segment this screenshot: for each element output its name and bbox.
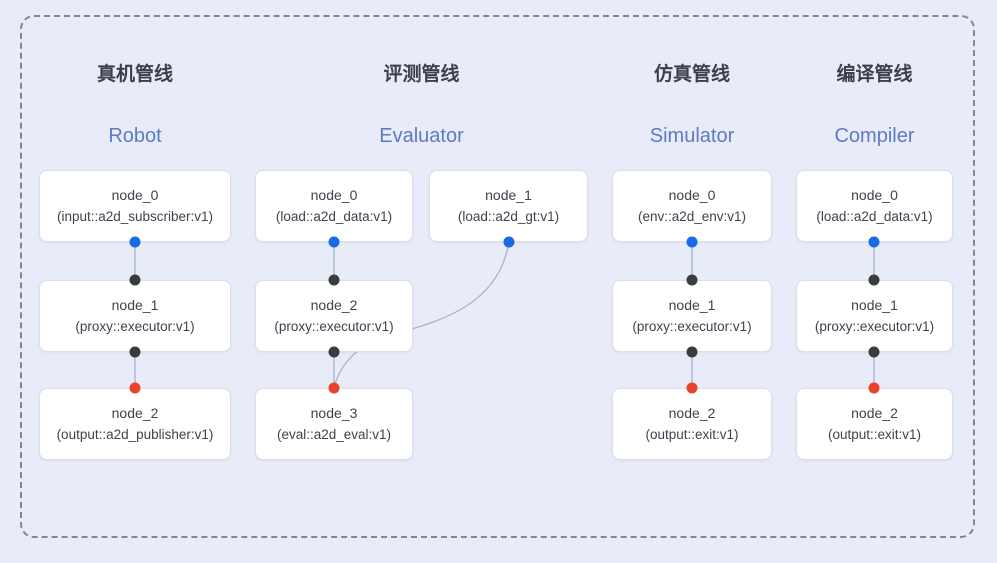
pipeline-subtitle-evaluator: Evaluator xyxy=(379,125,464,147)
node-box-simulator-2: node_2 (output::exit:v1) xyxy=(612,388,772,460)
node-box-compiler-0: node_0 (load::a2d_data:v1) xyxy=(796,170,953,242)
node-box-compiler-1: node_1 (proxy::executor:v1) xyxy=(796,280,953,352)
port-dot-output-blue xyxy=(328,236,340,248)
port-dot-input-dark xyxy=(129,274,141,286)
port-dot-output-dark xyxy=(868,346,880,358)
port-dot-output-dark xyxy=(129,346,141,358)
node-box-compiler-2: node_2 (output::exit:v1) xyxy=(796,388,953,460)
pipeline-subtitle-simulator: Simulator xyxy=(649,125,735,147)
pipeline-title-evaluator: 评测管线 xyxy=(383,64,460,85)
port-dot-output-blue xyxy=(503,236,515,248)
node-type: (load::a2d_data:v1) xyxy=(275,209,393,224)
node-name: node_3 xyxy=(310,405,358,421)
node-box-simulator-0: node_0 (env::a2d_env:v1) xyxy=(612,170,772,242)
node-type: (proxy::executor:v1) xyxy=(632,319,752,334)
node-type: (load::a2d_data:v1) xyxy=(816,209,933,224)
port-dot-input-dark xyxy=(328,274,340,286)
port-dot-output-dark xyxy=(686,346,698,358)
node-type: (input::a2d_subscriber:v1) xyxy=(56,209,214,224)
node-box-evaluator-1: node_1 (load::a2d_gt:v1) xyxy=(429,170,588,242)
port-dot-output-dark xyxy=(328,346,340,358)
node-name: node_0 xyxy=(111,187,159,203)
port-dot-input-red xyxy=(328,382,340,394)
node-box-robot-2: node_2 (output::a2d_publisher:v1) xyxy=(39,388,231,460)
node-name: node_2 xyxy=(111,405,159,421)
node-box-evaluator-0: node_0 (load::a2d_data:v1) xyxy=(255,170,413,242)
pipeline-title-robot: 真机管线 xyxy=(96,64,173,85)
node-box-robot-0: node_0 (input::a2d_subscriber:v1) xyxy=(39,170,231,242)
node-type: (proxy::executor:v1) xyxy=(814,319,935,334)
pipeline-title-simulator: 仿真管线 xyxy=(653,64,730,85)
port-dot-input-red xyxy=(868,382,880,394)
node-type: (proxy::executor:v1) xyxy=(274,319,394,334)
port-dot-output-blue xyxy=(686,236,698,248)
node-name: node_0 xyxy=(668,187,716,203)
port-dot-input-red xyxy=(686,382,698,394)
node-type: (output::a2d_publisher:v1) xyxy=(56,427,214,442)
node-name: node_0 xyxy=(851,187,898,203)
node-box-simulator-1: node_1 (proxy::executor:v1) xyxy=(612,280,772,352)
node-name: node_0 xyxy=(310,187,358,203)
node-box-evaluator-3: node_3 (eval::a2d_eval:v1) xyxy=(255,388,413,460)
node-box-evaluator-2: node_2 (proxy::executor:v1) xyxy=(255,280,413,352)
node-type: (proxy::executor:v1) xyxy=(75,319,195,334)
node-box-robot-1: node_1 (proxy::executor:v1) xyxy=(39,280,231,352)
node-type: (env::a2d_env:v1) xyxy=(637,209,747,224)
node-name: node_2 xyxy=(310,297,358,313)
port-dot-output-blue xyxy=(129,236,141,248)
port-dot-input-dark xyxy=(686,274,698,286)
node-name: node_1 xyxy=(485,187,532,203)
node-type: (load::a2d_gt:v1) xyxy=(457,209,560,224)
node-type: (eval::a2d_eval:v1) xyxy=(276,427,392,442)
pipeline-title-compiler: 编译管线 xyxy=(836,64,913,85)
node-name: node_2 xyxy=(668,405,716,421)
port-dot-input-red xyxy=(129,382,141,394)
node-name: node_1 xyxy=(668,297,716,313)
port-dot-input-dark xyxy=(868,274,880,286)
node-type: (output::exit:v1) xyxy=(645,427,739,442)
node-type: (output::exit:v1) xyxy=(827,427,922,442)
port-dot-output-blue xyxy=(868,236,880,248)
node-name: node_2 xyxy=(851,405,898,421)
dashed-frame xyxy=(20,15,975,538)
node-name: node_1 xyxy=(851,297,898,313)
pipeline-subtitle-robot: Robot xyxy=(108,125,162,147)
node-name: node_1 xyxy=(111,297,159,313)
pipeline-subtitle-compiler: Compiler xyxy=(834,125,915,147)
